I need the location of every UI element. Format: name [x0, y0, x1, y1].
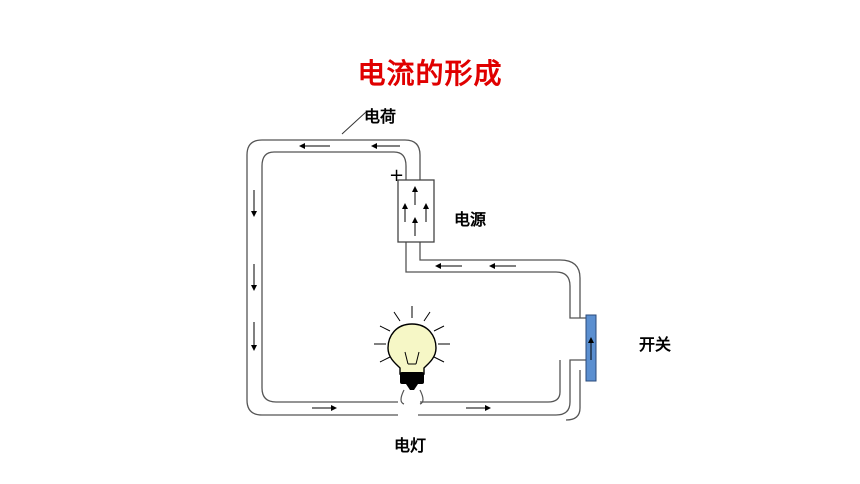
wire-stub	[565, 370, 581, 421]
wire-inner-left	[261, 151, 407, 403]
bulb-filament	[404, 351, 420, 365]
light-bulb	[374, 306, 450, 405]
wire-loop	[246, 139, 586, 421]
switch	[585, 314, 597, 382]
charge-leader-line	[341, 111, 367, 135]
bulb-glass	[387, 323, 437, 375]
wire-inner-top-right	[419, 242, 581, 318]
label-power-source: 电源	[454, 210, 487, 229]
wire-outer-top-right	[405, 242, 586, 319]
wire-inner-bottom-right	[420, 360, 561, 403]
power-source	[397, 179, 435, 243]
bulb-leads	[400, 389, 424, 405]
diagram-title: 电流的形成	[357, 57, 503, 90]
bulb-base	[400, 372, 424, 384]
label-charge: 电荷	[364, 107, 397, 126]
current-arrows	[251, 143, 516, 411]
light-rays	[374, 306, 450, 363]
wire-outer-bottom-right	[418, 359, 586, 416]
label-switch: 开关	[639, 335, 672, 354]
label-lamp: 电灯	[394, 436, 427, 455]
wire-outer-left	[246, 139, 421, 416]
